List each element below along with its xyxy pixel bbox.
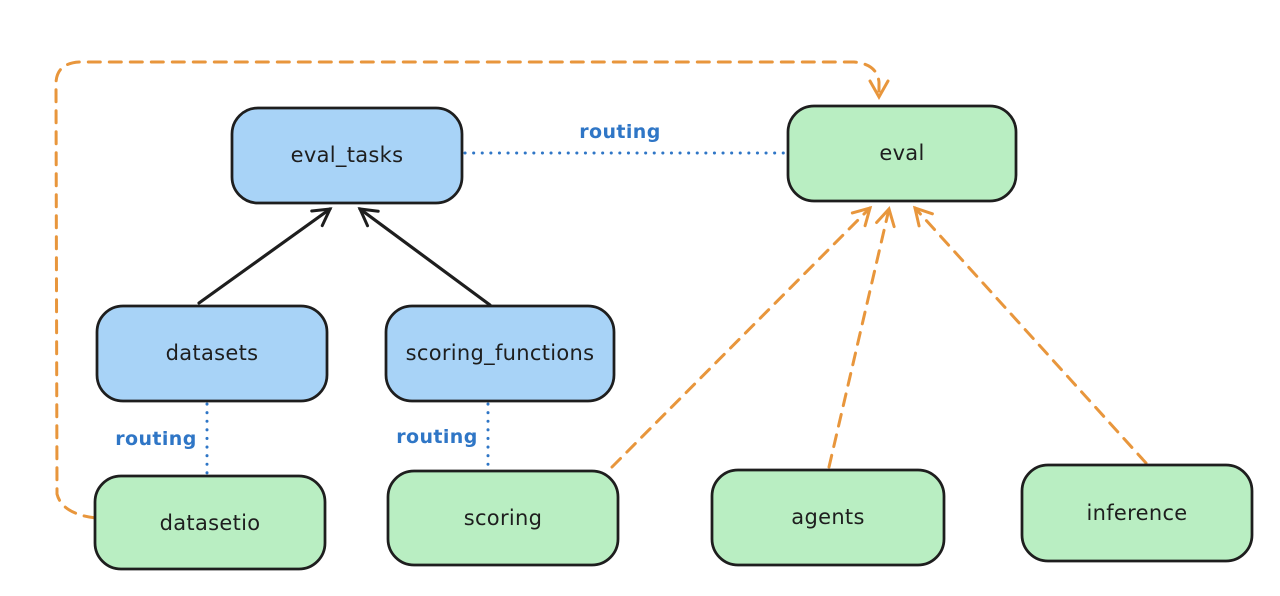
node-datasetio: datasetio [93,474,327,571]
edge-label-routing-scoring-functions: routing [396,426,477,448]
node-scoring-functions-box [384,304,616,403]
node-eval: eval [786,104,1018,203]
node-scoring-box [386,469,620,567]
node-eval-box [786,104,1018,203]
node-datasetio-box [93,474,327,571]
node-eval-tasks: eval_tasks [230,106,464,205]
edge-dashed-agents-to-eval [827,206,896,469]
node-datasets-box [95,304,329,403]
node-datasets: datasets [95,304,329,403]
node-scoring-functions: scoring_functions [384,304,616,403]
edge-label-routing-datasets: routing [115,428,196,450]
node-inference: inference [1020,463,1254,563]
node-label: eval_tasks [291,143,404,168]
edge-dashed-inference-to-eval [912,205,1148,465]
node-label: datasets [166,341,259,365]
node-label: datasetio [160,511,261,535]
edge-dashed-datasetio-to-eval [54,60,890,520]
node-label: eval [879,141,924,165]
node-agents: agents [710,468,946,567]
edge-solid-datasets-to-eval-tasks [197,207,333,305]
node-agents-box [710,468,946,567]
edge-solid-scoring-functions-to-eval-tasks [357,207,492,307]
edge-label-routing-top: routing [579,121,660,143]
node-eval-tasks-box [230,106,464,205]
node-inference-box [1020,463,1254,563]
node-label: agents [791,505,864,529]
node-label: inference [1086,501,1187,525]
node-scoring: scoring [386,469,620,567]
edge-dashed-scoring-to-eval [610,205,873,469]
node-label: scoring_functions [406,341,595,366]
node-label: scoring [464,506,543,530]
